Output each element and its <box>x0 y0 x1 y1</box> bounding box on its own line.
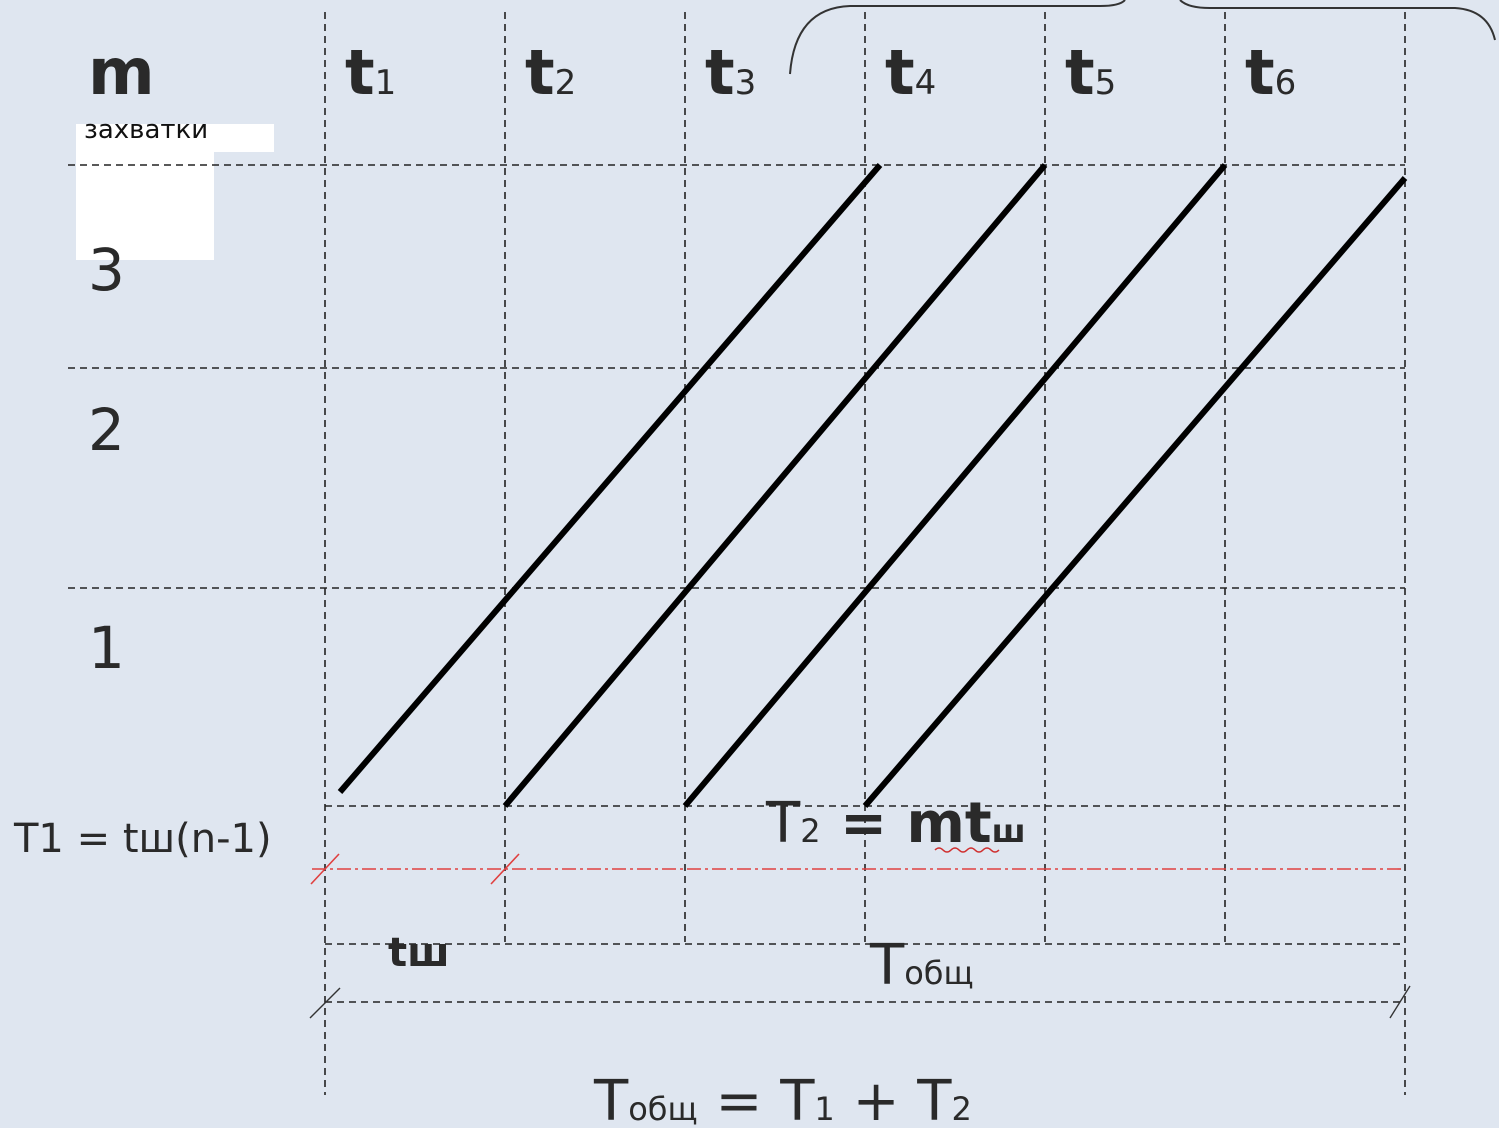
formula-t2-T: T <box>765 791 801 856</box>
formula-t2: T2 = mtш <box>765 791 1026 856</box>
column-header-symbol: t <box>885 36 915 109</box>
row-label-background <box>76 150 214 260</box>
column-header-sub: 5 <box>1095 63 1117 103</box>
grid-lines <box>68 12 1406 1095</box>
brace-arc-right <box>1179 0 1496 41</box>
formula-total-sub: общ <box>628 1090 697 1128</box>
column-header-sub: 1 <box>375 63 397 103</box>
column-header-symbol: t <box>1065 36 1095 109</box>
axis-m-label: m <box>88 36 155 110</box>
row-label: 2 <box>88 396 125 464</box>
label-tsh: tш <box>388 930 450 976</box>
dimension-lines <box>309 853 1411 1019</box>
column-header-symbol: t <box>525 36 555 109</box>
row-label: 1 <box>88 614 125 682</box>
formula-t2-sub: 2 <box>800 812 820 850</box>
column-header: t2 <box>525 36 576 109</box>
flow-line <box>337 163 883 794</box>
dimension-tick-right <box>1389 985 1411 1019</box>
column-header-symbol: t <box>705 36 735 109</box>
flow-line <box>682 163 1228 808</box>
label-tob-T: T <box>869 933 905 998</box>
spellcheck-underline <box>934 847 1000 853</box>
formula-t1: T1 = tш(n-1) <box>13 816 272 862</box>
dimension-red-tick <box>490 853 520 885</box>
column-header: t6 <box>1245 36 1296 109</box>
flow-line <box>502 163 1048 808</box>
column-header-symbol: t <box>1245 36 1275 109</box>
axis-caption: захватки <box>84 115 208 145</box>
brace-arcs <box>789 0 1496 75</box>
dimension-red-tick <box>310 853 340 885</box>
column-header: t4 <box>885 36 936 109</box>
flow-lines <box>337 163 1408 808</box>
brace-arc-left <box>789 0 1126 75</box>
label-tob-sub: общ <box>904 954 973 992</box>
dimension-tick-left <box>309 987 341 1019</box>
formula-total-s1: 1 <box>814 1090 834 1128</box>
column-header-symbol: t <box>345 36 375 109</box>
column-header: t3 <box>705 36 756 109</box>
column-header-sub: 3 <box>735 63 757 103</box>
formula-total: Tобщ = T1 + T2 <box>593 1069 972 1128</box>
formula-total-s2: 2 <box>952 1090 972 1128</box>
column-header-sub: 6 <box>1275 63 1297 103</box>
column-header-sub: 2 <box>555 63 577 103</box>
label-tob: Tобщ <box>869 933 974 998</box>
column-header: t5 <box>1065 36 1116 109</box>
formula-total-eq: = T <box>698 1069 816 1128</box>
row-labels: 3 2 1 <box>88 236 125 682</box>
formula-t2-tail: ш <box>992 812 1026 850</box>
formula-total-plus: + T <box>835 1069 953 1128</box>
row-label: 3 <box>88 236 125 304</box>
formula-total-T: T <box>593 1069 629 1128</box>
flow-line <box>862 176 1408 808</box>
column-header-sub: 4 <box>915 63 937 103</box>
caption-background <box>76 124 274 152</box>
column-header: t1 <box>345 36 396 109</box>
formula-t2-rest: = mt <box>821 791 992 856</box>
